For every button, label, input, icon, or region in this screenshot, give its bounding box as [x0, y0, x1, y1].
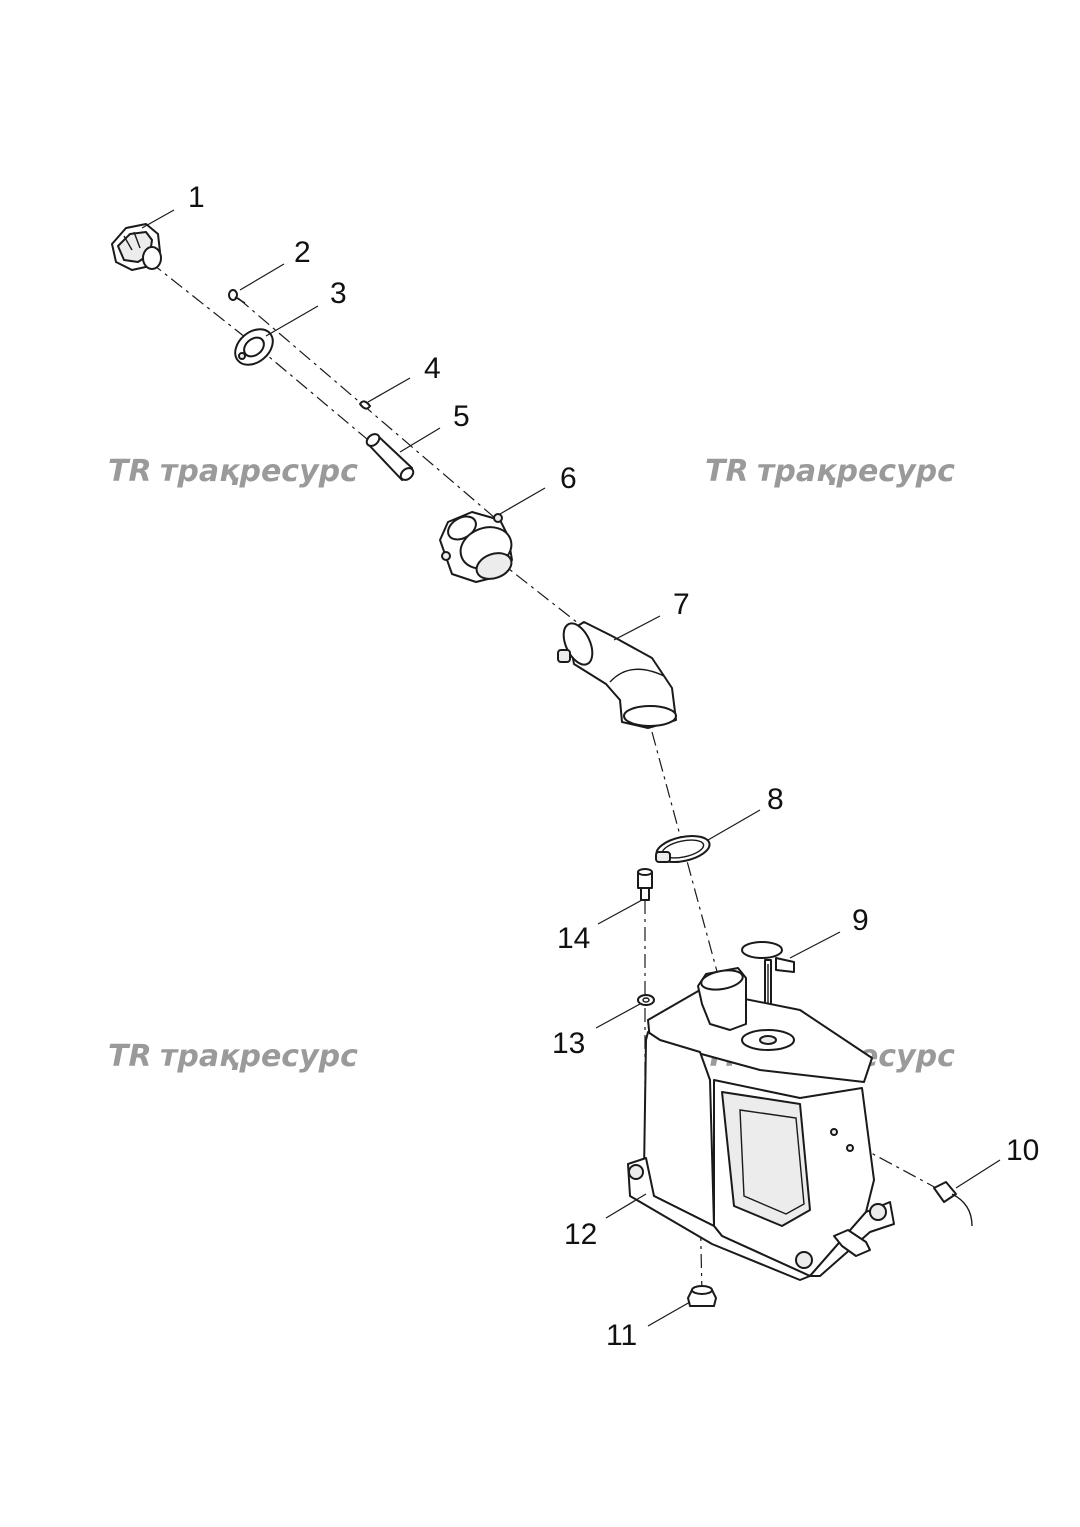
callout-3: 3	[330, 277, 347, 310]
leader-10	[955, 1159, 1001, 1189]
part-1-filler-cap	[111, 223, 162, 271]
part-7-elbow-hose	[557, 621, 677, 729]
callout-1: 1	[188, 181, 205, 214]
part-10-temperature-sensor	[933, 1181, 973, 1227]
leader-6	[499, 487, 546, 515]
callout-11: 11	[606, 1319, 637, 1352]
callout-5: 5	[453, 400, 470, 433]
leader-1	[141, 209, 175, 229]
part-2-screw	[228, 289, 246, 304]
watermark-top-left: TR трақресурс	[108, 454, 358, 489]
leader-lines	[141, 209, 1001, 1327]
part-12-coolant-tank	[627, 967, 895, 1281]
axis-elbow-tank	[651, 731, 723, 991]
watermark-logo: TR	[108, 454, 152, 489]
callout-6: 6	[560, 462, 577, 495]
callout-2: 2	[294, 236, 311, 269]
leader-3	[265, 305, 319, 337]
part-5-tube	[365, 433, 415, 481]
part-8-hose-clamp	[655, 834, 711, 864]
watermark-logo: TR	[705, 454, 749, 489]
leader-4	[367, 377, 411, 403]
leader-5	[399, 427, 441, 453]
callout-4: 4	[424, 352, 441, 385]
axis-tank-plug	[699, 1199, 703, 1296]
watermark-text: трақресурс	[160, 454, 358, 489]
leader-9	[789, 931, 841, 959]
leader-12	[605, 1193, 647, 1219]
leader-13	[595, 1003, 641, 1029]
axis-flange-tube	[254, 344, 381, 451]
callout-14: 14	[557, 922, 590, 955]
part-14-bolt	[637, 868, 653, 901]
part-13-washer	[637, 994, 655, 1006]
watermark-logo: TR	[108, 1039, 152, 1074]
part-11-drain-plug	[687, 1285, 717, 1307]
leader-7	[613, 615, 661, 641]
callout-13: 13	[552, 1027, 585, 1060]
part-6-filler-neck	[439, 511, 513, 583]
callout-10: 10	[1006, 1134, 1039, 1167]
part-3-flange-ring	[234, 328, 274, 366]
callout-8: 8	[767, 783, 784, 816]
callout-12: 12	[564, 1218, 597, 1251]
leader-11	[647, 1301, 691, 1327]
leader-2	[239, 263, 285, 291]
watermark-text: трақресурс	[160, 1039, 358, 1074]
watermark-text: трақресурс	[757, 454, 955, 489]
callout-7: 7	[673, 588, 690, 621]
callout-numbers: 1 2 3 4 5 6 7 8 9 10 11 12 13 14	[188, 181, 1039, 1352]
part-4-clip	[359, 400, 371, 410]
watermark-top-right: TR трақресурс	[705, 454, 955, 489]
watermark-bottom-left: TR трақресурс	[108, 1039, 358, 1074]
leader-8	[707, 809, 761, 841]
axis-cap-flange	[149, 261, 256, 346]
leader-14	[597, 899, 643, 925]
callout-9: 9	[852, 904, 869, 937]
